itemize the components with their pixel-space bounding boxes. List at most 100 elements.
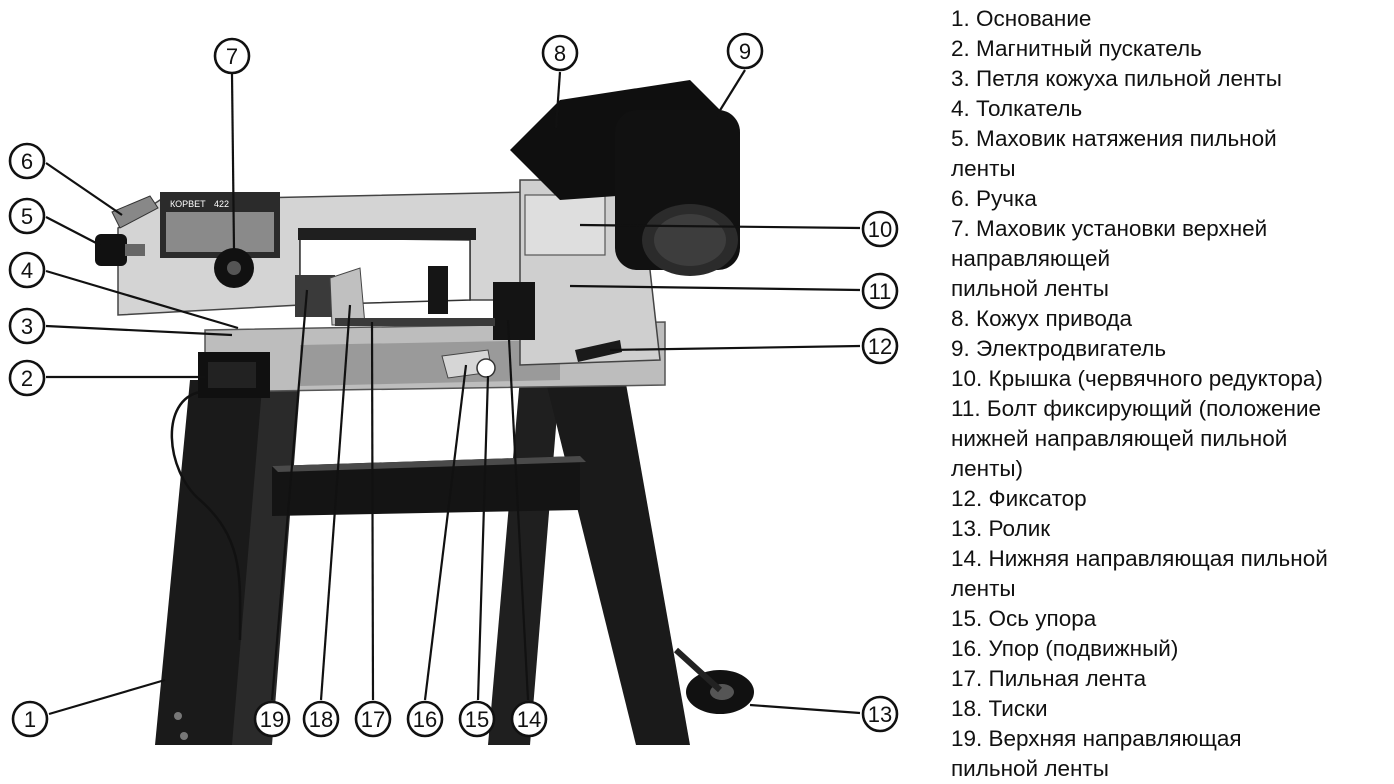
legend-line: 3. Петля кожуха пильной ленты bbox=[951, 66, 1282, 91]
leader-line-3 bbox=[45, 324, 233, 337]
callouts: 1 2 3 4 5 6 7 8 9 10 11 12 13 14 15 16 1… bbox=[8, 32, 899, 738]
callout-15: 15 bbox=[458, 700, 496, 738]
callout-13: 13 bbox=[861, 695, 899, 733]
motor-fan-grill bbox=[654, 214, 726, 266]
stand-leg-right-front bbox=[488, 378, 560, 745]
upper-guide-knob-center bbox=[227, 261, 241, 275]
leader-line-7 bbox=[230, 73, 236, 251]
svg-text:5: 5 bbox=[21, 204, 33, 229]
legend-line: пильной ленты bbox=[951, 756, 1109, 781]
svg-text:18: 18 bbox=[309, 707, 333, 732]
leader-line-10 bbox=[579, 223, 861, 230]
legend-line: 15. Ось упора bbox=[951, 606, 1097, 631]
legend-line: направляющей bbox=[951, 246, 1111, 271]
band-saw-diagram: КОРВЕТ 422 bbox=[8, 32, 899, 745]
legend-line: 12. Фиксатор bbox=[951, 486, 1087, 511]
legend-line: 17. Пильная лента bbox=[951, 666, 1147, 691]
callout-12: 12 bbox=[861, 327, 899, 365]
svg-text:4: 4 bbox=[21, 258, 33, 283]
stand-leg-right-rear bbox=[545, 378, 690, 745]
magnetic-starter-face bbox=[208, 362, 256, 388]
leader-line-13 bbox=[749, 703, 861, 715]
callout-8: 8 bbox=[541, 34, 579, 72]
legend-line: 4. Толкатель bbox=[951, 96, 1083, 121]
leg-bolt bbox=[180, 732, 188, 740]
legend-line: нижней направляющей пильной bbox=[951, 426, 1288, 451]
svg-text:16: 16 bbox=[413, 707, 437, 732]
svg-text:3: 3 bbox=[21, 314, 33, 339]
leader-line-9 bbox=[713, 69, 746, 121]
callout-11: 11 bbox=[861, 272, 899, 310]
legend-line: пильной ленты bbox=[951, 276, 1109, 301]
vise-fence bbox=[428, 266, 448, 314]
callout-18: 18 bbox=[302, 700, 340, 738]
legend-line: 13. Ролик bbox=[951, 516, 1051, 541]
callout-10: 10 bbox=[861, 210, 899, 248]
legend-line: 18. Тиски bbox=[951, 696, 1048, 721]
leader-line-12 bbox=[609, 344, 861, 352]
handle bbox=[111, 195, 159, 229]
callout-1: 1 bbox=[11, 700, 49, 738]
svg-text:9: 9 bbox=[739, 39, 751, 64]
power-cord bbox=[170, 390, 242, 641]
leader-line-15 bbox=[476, 375, 490, 701]
leader-line-1 bbox=[48, 678, 166, 716]
band-saw-machine: КОРВЕТ 422 bbox=[95, 80, 754, 745]
callout-6: 6 bbox=[8, 142, 46, 180]
svg-text:15: 15 bbox=[465, 707, 489, 732]
nameplate-brand: КОРВЕТ bbox=[170, 199, 206, 209]
stand-crossbar bbox=[272, 456, 580, 516]
leader-line-5 bbox=[45, 216, 101, 246]
roller-axle bbox=[673, 647, 723, 693]
stop-axis bbox=[476, 358, 496, 378]
svg-text:8: 8 bbox=[554, 41, 566, 66]
nameplate-inner bbox=[166, 212, 274, 252]
legend-line: 7. Маховик установки верхней bbox=[951, 216, 1268, 241]
leader-line-18 bbox=[319, 304, 352, 701]
leader-lines bbox=[45, 69, 861, 716]
legend-line: 10. Крышка (червячного редуктора) bbox=[951, 366, 1323, 391]
lower-blade-guide bbox=[493, 282, 535, 340]
callout-16: 16 bbox=[406, 700, 444, 738]
svg-text:17: 17 bbox=[361, 707, 385, 732]
svg-text:7: 7 bbox=[226, 44, 238, 69]
legend-line: 8. Кожух привода bbox=[951, 306, 1133, 331]
leader-line-14 bbox=[506, 319, 530, 701]
leg-bolt bbox=[174, 712, 182, 720]
legend-line: 11. Болт фиксирующий (положение bbox=[951, 396, 1322, 421]
tension-knob-shaft bbox=[125, 244, 145, 256]
callout-2: 2 bbox=[8, 359, 46, 397]
callout-14: 14 bbox=[510, 700, 548, 738]
legend-line: 14. Нижняя направляющая пильной bbox=[951, 546, 1328, 571]
leader-line-8 bbox=[554, 71, 562, 129]
callout-4: 4 bbox=[8, 251, 46, 289]
upper-blade-guide bbox=[295, 275, 335, 317]
leader-line-16 bbox=[423, 364, 468, 701]
legend-line: ленты) bbox=[951, 456, 1024, 481]
leader-line-19 bbox=[270, 289, 309, 701]
svg-text:14: 14 bbox=[517, 707, 541, 732]
legend-line: 16. Упор (подвижный) bbox=[951, 636, 1179, 661]
saw-base-front bbox=[300, 340, 560, 386]
fixator-lever bbox=[575, 340, 622, 362]
legend-line: 6. Ручка bbox=[951, 186, 1037, 211]
svg-text:19: 19 bbox=[260, 707, 284, 732]
leader-line-17 bbox=[370, 321, 375, 701]
saw-blade bbox=[335, 318, 495, 326]
leader-line-4 bbox=[45, 269, 239, 330]
svg-text:13: 13 bbox=[868, 702, 892, 727]
leader-line-6 bbox=[45, 162, 123, 216]
svg-text:6: 6 bbox=[21, 149, 33, 174]
callout-3: 3 bbox=[8, 307, 46, 345]
svg-text:2: 2 bbox=[21, 366, 33, 391]
callout-7: 7 bbox=[213, 37, 251, 75]
legend-line: 1. Основание bbox=[951, 6, 1092, 31]
legend-line: ленты bbox=[951, 156, 1016, 181]
stand-crossbar-top bbox=[272, 456, 586, 472]
svg-text:10: 10 bbox=[868, 217, 892, 242]
callout-5: 5 bbox=[8, 197, 46, 235]
legend-line: ленты bbox=[951, 576, 1016, 601]
vise-jaw bbox=[329, 267, 366, 326]
legend-line: 5. Маховик натяжения пильной bbox=[951, 126, 1277, 151]
legend-line: 19. Верхняя направляющая bbox=[951, 726, 1242, 751]
